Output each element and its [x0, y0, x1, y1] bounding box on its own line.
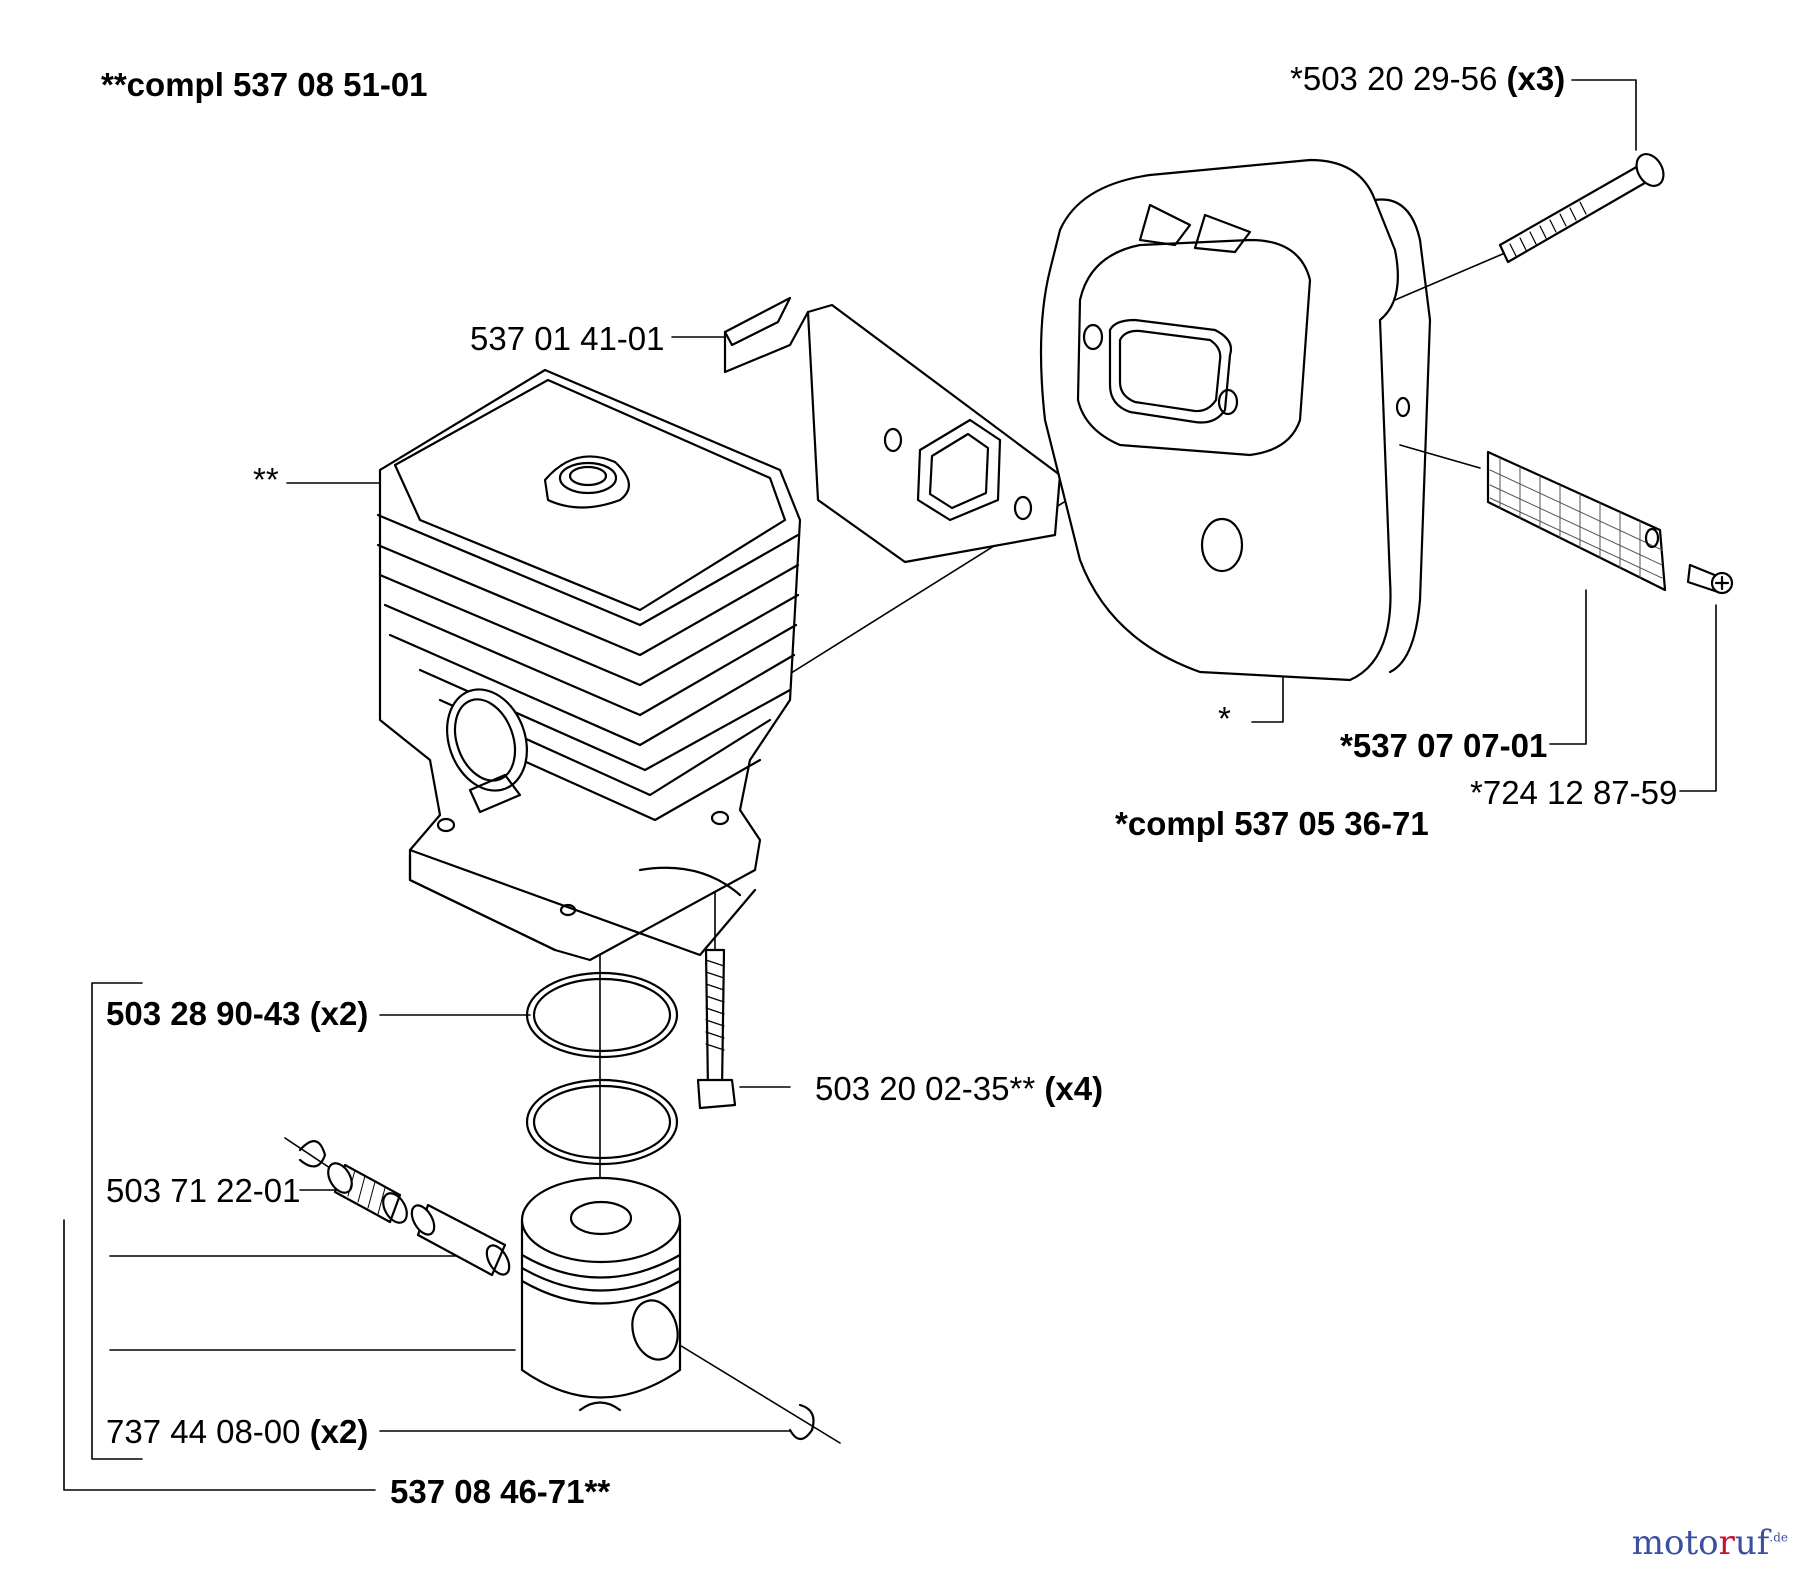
muffler-assembly-title: *compl 537 05 36-71: [1115, 805, 1429, 842]
cylinder-assembly-title: **compl 537 08 51-01: [101, 66, 428, 103]
spark-screen: [1486, 450, 1734, 595]
label-spark-screen: *537 07 07-01: [1340, 727, 1548, 764]
piston-pin: [410, 1203, 511, 1277]
leader-lines: [63, 79, 1717, 1491]
piston-rings: [525, 971, 679, 1166]
label-muffler-marker: *: [1218, 700, 1231, 737]
piston-rings-part: 503 28 90-43: [106, 995, 301, 1032]
watermark-accent: r: [1718, 1523, 1735, 1563]
piston: [520, 1176, 682, 1412]
circlip-qty: (x2): [309, 1413, 369, 1450]
cylinder-bolt-qty: (x4): [1044, 1070, 1104, 1107]
label-bracket: 537 01 41-01: [470, 320, 665, 357]
long-bolt-qty: (x3): [1506, 60, 1566, 97]
label-circlip: 737 44 08-00 (x2): [106, 1415, 368, 1448]
long-bolt-part: *503 20 29-56: [1290, 60, 1498, 97]
circlip-part: 737 44 08-00: [106, 1413, 301, 1450]
piston-rings-qty: (x2): [309, 995, 369, 1032]
label-piston-rings: 503 28 90-43 (x2): [106, 997, 368, 1030]
label-small-screw: *724 12 87-59: [1470, 774, 1678, 811]
label-long-bolt: *503 20 29-56 (x3): [1290, 62, 1565, 95]
watermark-main: moto: [1631, 1523, 1719, 1563]
muffler: [1039, 158, 1432, 682]
circlip-right: [788, 1403, 815, 1441]
cylinder-bolt-part: 503 20 02-35**: [815, 1070, 1036, 1107]
muffler-bracket: [723, 296, 1062, 564]
watermark-suffix: .de: [1769, 1530, 1788, 1545]
watermark-end: uf: [1734, 1523, 1770, 1563]
label-cylinder-marker: **: [253, 461, 279, 498]
label-cylinder-bolt: 503 20 02-35** (x4): [815, 1072, 1103, 1105]
circlip-left: [298, 1140, 327, 1168]
cylinder: [376, 368, 802, 962]
watermark-logo: motoruf.de: [1632, 1523, 1788, 1563]
long-bolt: [1498, 153, 1665, 264]
needle-bearing: [327, 1162, 408, 1224]
piston-assembly-title: 537 08 46-71**: [390, 1473, 611, 1510]
label-needle-bearing: 503 71 22-01: [106, 1172, 301, 1209]
cylinder-bolt: [696, 948, 737, 1110]
